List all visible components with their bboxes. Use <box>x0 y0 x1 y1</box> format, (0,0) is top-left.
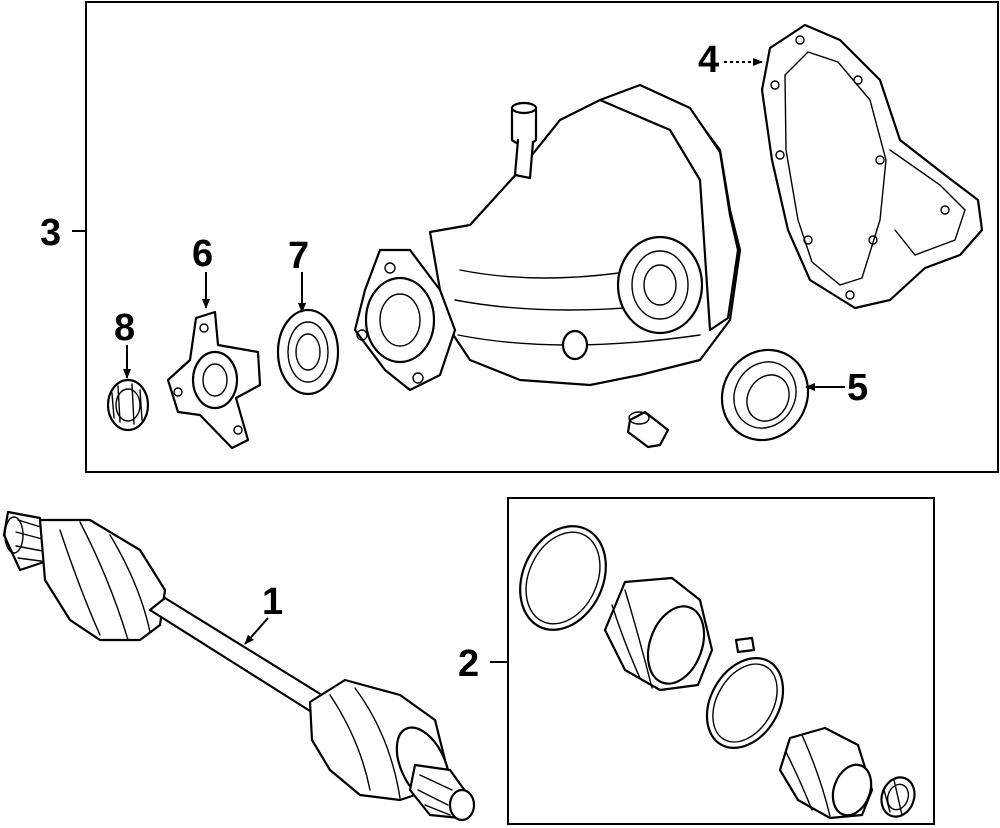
pinion-seal[interactable] <box>276 308 340 396</box>
callout-3[interactable]: 3 <box>40 212 61 254</box>
callout-8[interactable]: 8 <box>114 307 135 349</box>
companion-flange[interactable] <box>166 310 262 450</box>
callout-2[interactable]: 2 <box>458 643 479 685</box>
boot-kit-parts[interactable] <box>504 512 920 821</box>
output-seal[interactable] <box>706 334 825 456</box>
axle-shaft-assembly[interactable] <box>2 510 476 822</box>
callout-1-arrow <box>244 617 269 645</box>
pinion-nut[interactable] <box>106 378 150 432</box>
callout-5[interactable]: 5 <box>847 367 868 409</box>
callout-4[interactable]: 4 <box>698 39 719 81</box>
differential-housing[interactable] <box>353 83 742 392</box>
callout-6[interactable]: 6 <box>192 233 213 275</box>
callout-7[interactable]: 7 <box>288 235 309 277</box>
differential-group-box <box>85 1 999 473</box>
drain-plug[interactable] <box>626 410 670 449</box>
callout-1[interactable]: 1 <box>262 581 283 623</box>
cover-gasket[interactable] <box>760 23 984 310</box>
